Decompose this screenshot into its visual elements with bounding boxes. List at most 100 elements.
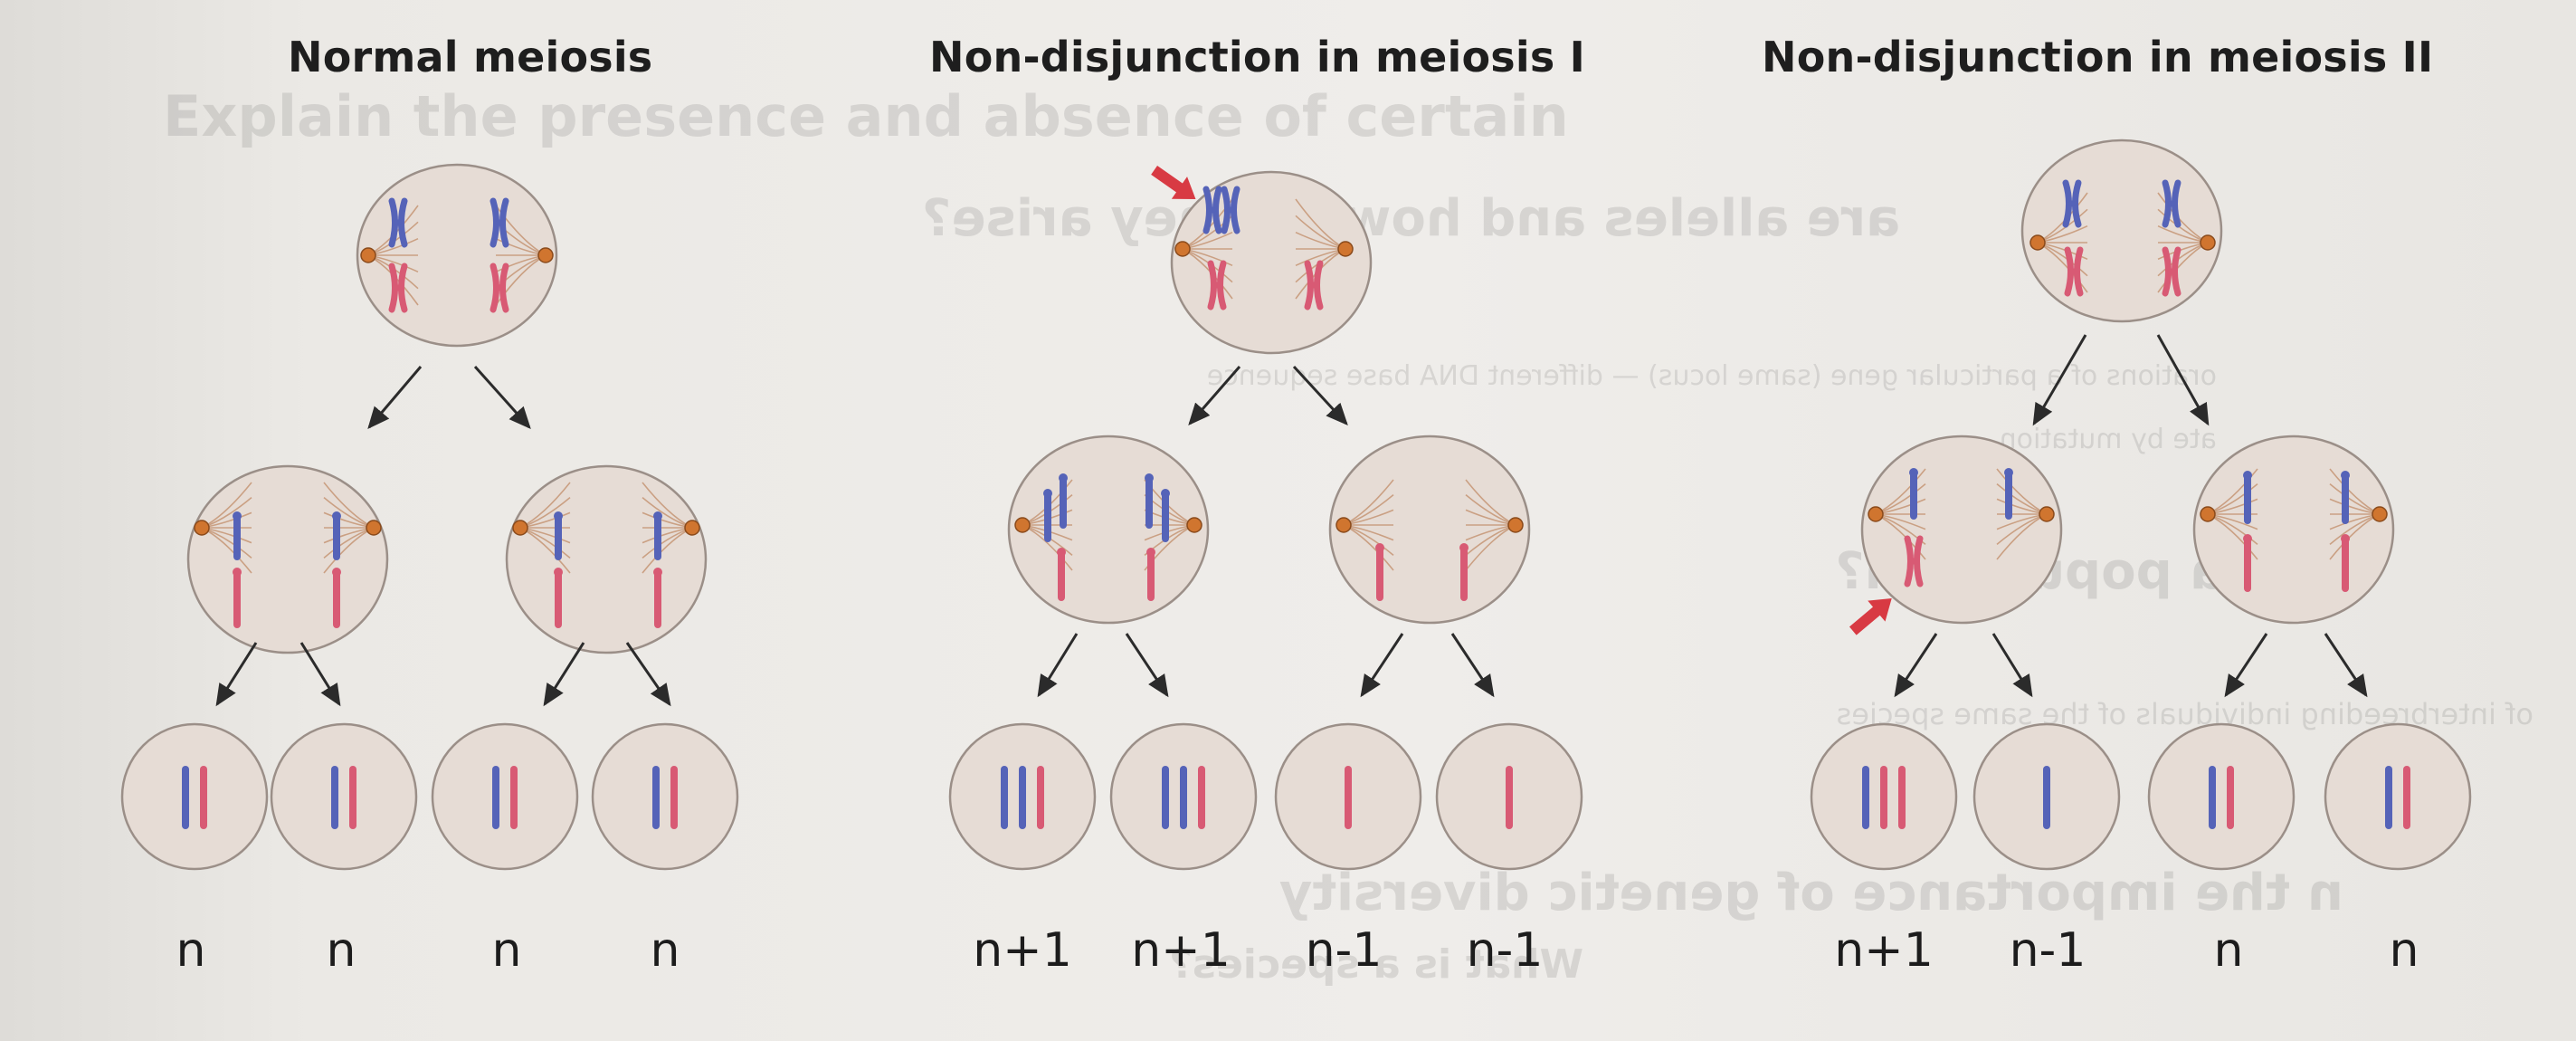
centromere (496, 284, 503, 291)
label-normal-gamete-2: n (326, 923, 356, 978)
red-chromosome (1304, 260, 1324, 310)
gamete-normal-4 (591, 722, 739, 871)
blue-chromosome (1221, 186, 1240, 234)
gamete-mi-3 (1274, 722, 1422, 871)
cell-membrane (431, 722, 579, 871)
arrow (1360, 633, 1404, 698)
centromere (1459, 543, 1469, 552)
cell-membrane (2192, 435, 2395, 625)
nondisjunction-pointer-arrow-mii (1849, 598, 1892, 635)
cell-membrane (591, 722, 739, 871)
gamete-normal-2 (270, 722, 418, 871)
centrosome (1507, 517, 1524, 533)
blue-chromatid (2243, 471, 2252, 524)
chromatid (1914, 535, 1924, 587)
centrosome (1868, 506, 1884, 522)
chromatid (2074, 246, 2084, 297)
chromatid (2172, 179, 2182, 228)
blue-chromatid (233, 511, 242, 560)
arrow (1991, 633, 2033, 698)
label-normal-gamete-1: n (176, 923, 206, 978)
chromatid (2162, 246, 2172, 297)
arrow (543, 642, 585, 707)
centromere (1057, 548, 1066, 557)
centromere (496, 219, 503, 226)
chromatid (1231, 186, 1240, 234)
centromere (2243, 471, 2252, 480)
cell-membrane (2324, 722, 2472, 871)
gamete-mii-3 (2147, 722, 2296, 871)
centromere (1043, 489, 1052, 498)
red-chromatid (1459, 543, 1469, 601)
centrosome (2029, 234, 2046, 251)
label-mii-gamete-2: n-1 (2009, 923, 2086, 978)
red-chromatid (653, 568, 662, 628)
red-chromatid (1375, 543, 1384, 601)
cell-membrane (1860, 435, 2063, 625)
centrosome (1337, 241, 1354, 257)
chromatid (2072, 179, 2082, 228)
arrow (1450, 633, 1495, 698)
label-mii-gamete-1: n+1 (1834, 923, 1934, 978)
blue-chromatid (1161, 489, 1170, 542)
centromere (1161, 489, 1170, 498)
blue-chromatid (1043, 489, 1052, 542)
gamete-mii-4 (2324, 722, 2472, 871)
blue-chromosome (490, 197, 509, 248)
arrow-normal-right (473, 365, 531, 430)
centromere (2168, 200, 2175, 207)
centrosome (512, 520, 528, 536)
red-chromatid (2341, 534, 2350, 592)
label-normal-gamete-3: n (491, 923, 522, 978)
panel-title-normal-meiosis: Normal meiosis (288, 33, 653, 81)
centromere (233, 511, 242, 520)
centrosome (2372, 506, 2388, 522)
red-chromatid (233, 568, 242, 628)
red-chromatid (1146, 548, 1155, 601)
arrow (625, 642, 671, 707)
arrow (1037, 633, 1079, 698)
blue-chromatid (2341, 471, 2350, 524)
red-chromatid (332, 568, 341, 628)
centrosome (1174, 241, 1191, 257)
chromatid (1304, 260, 1314, 310)
red-chromosome (2064, 246, 2084, 297)
centrosome (1014, 517, 1031, 533)
centromere (2341, 471, 2350, 480)
centromere (332, 568, 341, 577)
daughter-cell-mi-1 (1007, 435, 1210, 625)
chromatid (1314, 260, 1324, 310)
centromere (2341, 534, 2350, 543)
chromatid (1207, 260, 1217, 310)
centrosome (537, 247, 554, 263)
cell-membrane (505, 464, 708, 654)
arrow (2224, 633, 2268, 698)
cell-membrane (186, 464, 389, 654)
centromere (1145, 473, 1154, 482)
chromatid (388, 197, 398, 248)
chromatid (398, 263, 408, 313)
blue-chromosome (2162, 179, 2182, 228)
centromere (1213, 282, 1221, 289)
red-chromosome (2162, 246, 2182, 297)
arrow (1125, 633, 1169, 698)
daughter-cell-normal-1 (186, 464, 389, 654)
centromere (653, 568, 662, 577)
gamete-normal-1 (120, 722, 269, 871)
daughter-cell-normal-2 (505, 464, 708, 654)
chromatid (490, 263, 499, 313)
arrow (2032, 334, 2087, 426)
chromatid (490, 197, 499, 248)
chromatid (2062, 179, 2072, 228)
chromatid (1217, 260, 1227, 310)
red-chromatid (2243, 534, 2252, 592)
arrow (1894, 633, 1938, 698)
red-chromosome (388, 263, 408, 313)
blue-chromatid (2004, 468, 2013, 520)
label-mii-gamete-4: n (2389, 923, 2419, 978)
label-normal-gamete-4: n (650, 923, 680, 978)
label-mi-gamete-3: n-1 (1305, 923, 1383, 978)
centrosome (2200, 506, 2216, 522)
centromere (1146, 548, 1155, 557)
red-arrow-shape (1151, 165, 1196, 200)
